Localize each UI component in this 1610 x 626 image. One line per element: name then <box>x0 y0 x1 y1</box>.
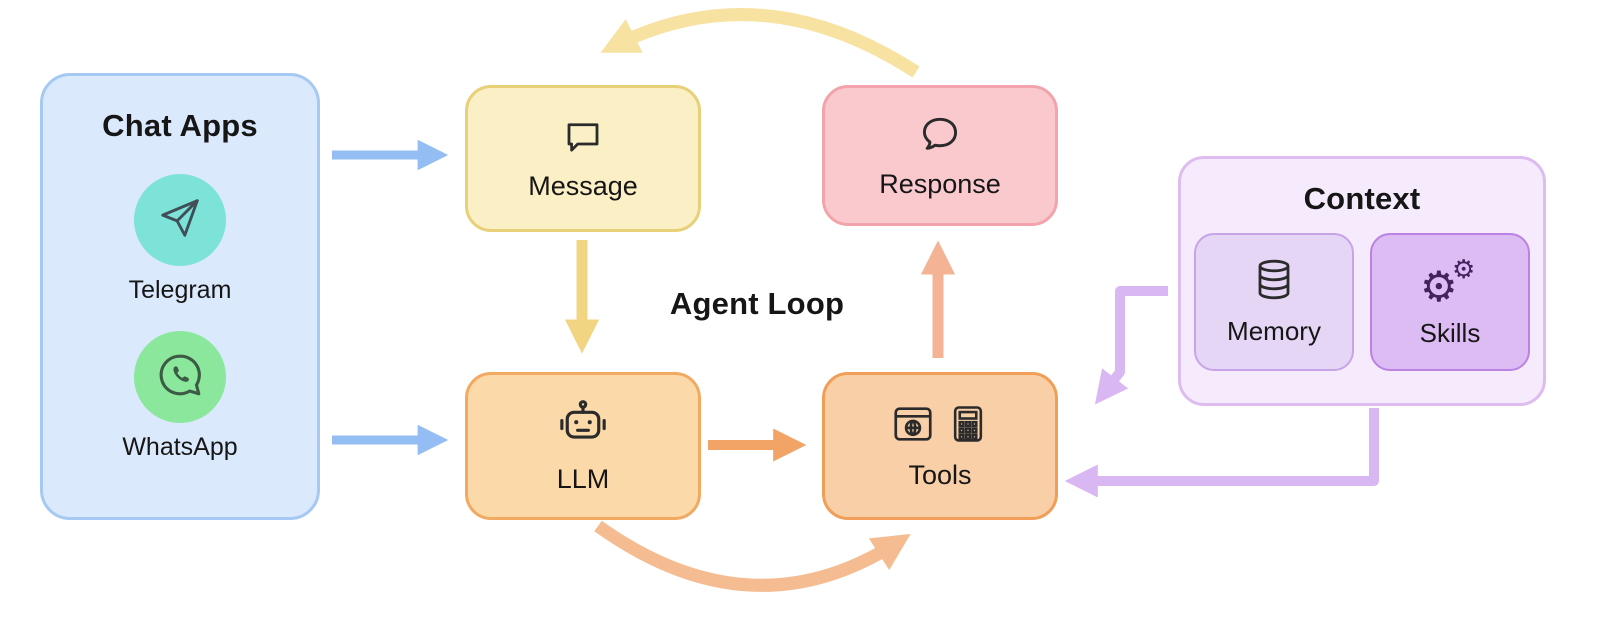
robot-icon <box>556 397 610 456</box>
gears-icon: ⚙ ⚙ <box>1420 253 1476 310</box>
whatsapp-icon <box>155 350 205 405</box>
response-node: Response <box>822 85 1058 226</box>
message-node: Message <box>465 85 701 232</box>
skills-label: Skills <box>1419 317 1481 348</box>
chat-apps-panel: Chat Apps Telegram WhatsApp <box>40 73 320 520</box>
message-label: Message <box>528 170 638 201</box>
square-speech-bubble-icon <box>562 116 604 163</box>
skills-node: ⚙ ⚙ Skills <box>1370 233 1530 371</box>
llm-node: LLM <box>465 372 701 520</box>
response-label: Response <box>879 168 1001 199</box>
calculator-icon <box>946 402 990 451</box>
database-icon <box>1250 257 1298 310</box>
browser-globe-icon <box>890 401 936 452</box>
llm-label: LLM <box>556 464 610 494</box>
agent-loop-title: Agent Loop <box>669 286 845 321</box>
tools-node: Tools <box>822 372 1058 520</box>
telegram-badge <box>134 174 226 266</box>
arrow-context-skills-to-tools <box>1064 408 1379 498</box>
whatsapp-badge <box>134 331 226 423</box>
context-title: Context <box>1303 181 1421 216</box>
telegram-label: Telegram <box>128 276 232 304</box>
arrow-llm-to-tools-loop <box>594 520 911 592</box>
whatsapp-label: WhatsApp <box>122 433 238 461</box>
chat-apps-title: Chat Apps <box>102 108 258 143</box>
context-panel: Context Memory ⚙ ⚙ Skills <box>1178 156 1546 406</box>
arrow-response-to-message-loop <box>600 8 920 78</box>
tools-label: Tools <box>908 460 972 490</box>
memory-node: Memory <box>1194 233 1354 371</box>
tools-icons <box>890 401 990 452</box>
telegram-icon <box>157 195 203 246</box>
memory-label: Memory <box>1227 316 1321 346</box>
round-speech-bubble-icon <box>918 112 962 161</box>
arrow-context-memory-to-tools <box>1094 286 1168 405</box>
